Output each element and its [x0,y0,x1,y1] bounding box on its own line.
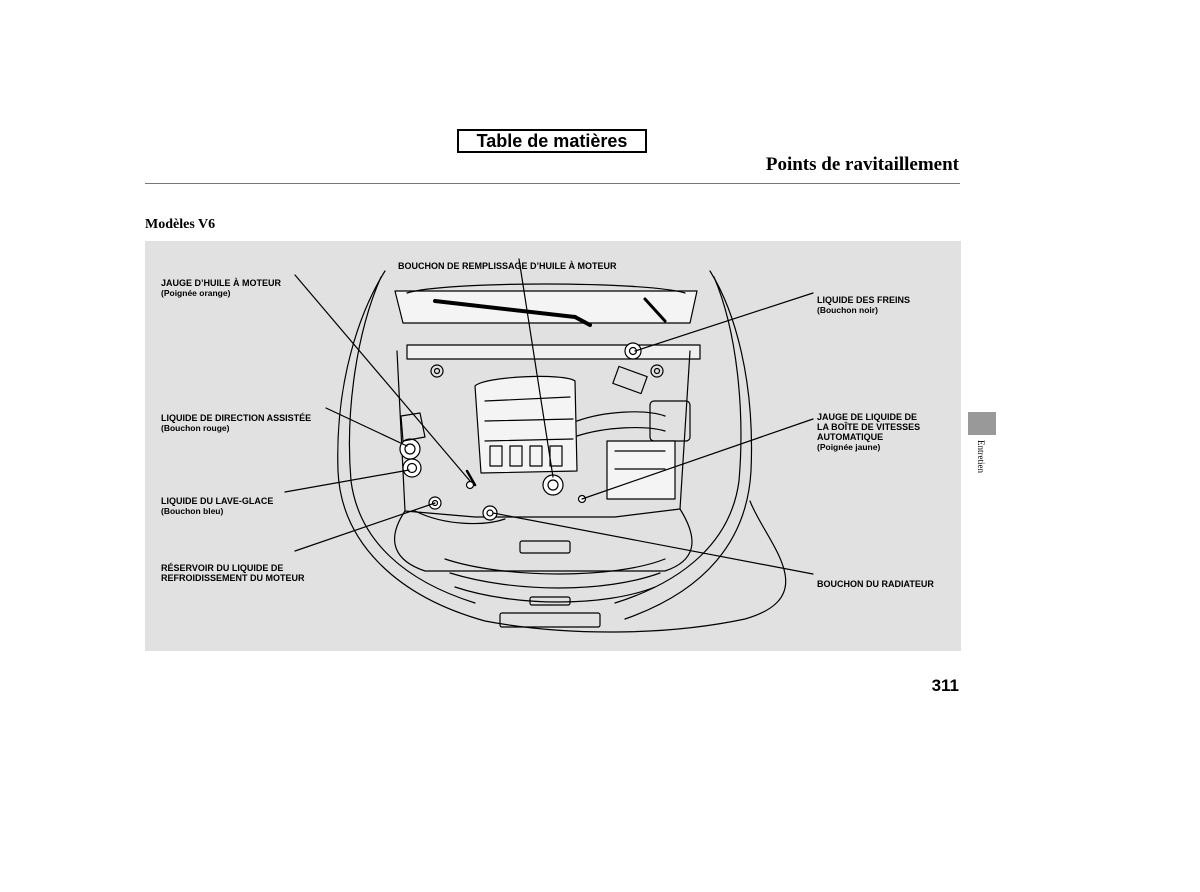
callout-oil-dipstick-note: (Poignée orange) [161,288,231,298]
callout-atf-dipstick-title: JAUGE DE LIQUIDE DE LA BOÎTE DE VITESSES… [817,412,921,442]
callout-coolant-reservoir: RÉSERVOIR DU LIQUIDE DE REFROIDISSEMENT … [161,553,305,583]
callout-washer-fluid-note: (Bouchon bleu) [161,506,224,516]
section-title: Points de ravitaillement [765,154,959,175]
callout-brake-fluid-title: LIQUIDE DES FREINS [817,295,911,305]
callout-power-steering: LIQUIDE DE DIRECTION ASSISTÉE (Bouchon r… [161,403,311,443]
model-label: Modèles V6 [145,217,216,232]
callout-oil-dipstick-title: JAUGE D’HUILE À MOTEUR [161,278,282,288]
callout-radiator-cap: BOUCHON DU RADIATEUR [817,569,934,589]
callout-washer-fluid: LIQUIDE DU LAVE-GLACE (Bouchon bleu) [161,486,273,526]
title-divider [145,183,960,184]
section-side-tab [968,412,996,435]
page-number: 311 [931,676,959,695]
engine-compartment-figure: BOUCHON DE REMPLISSAGE D’HUILE À MOTEUR … [145,241,961,651]
callout-atf-dipstick-note: (Poignée jaune) [817,442,881,452]
callout-radiator-cap-title: BOUCHON DU RADIATEUR [817,579,934,589]
callout-power-steering-note: (Bouchon rouge) [161,423,230,433]
engine-compartment-drawing [284,258,814,633]
side-tab-label: Entretien [976,440,986,473]
callout-atf-dipstick: JAUGE DE LIQUIDE DE LA BOÎTE DE VITESSES… [817,402,920,462]
callout-oil-filler-cap-title: BOUCHON DE REMPLISSAGE D’HUILE À MOTEUR [398,261,617,271]
callout-oil-filler-cap: BOUCHON DE REMPLISSAGE D’HUILE À MOTEUR [398,251,617,271]
callout-brake-fluid-note: (Bouchon noir) [817,305,878,315]
callout-washer-fluid-title: LIQUIDE DU LAVE-GLACE [161,496,274,506]
table-of-contents-button[interactable]: Table de matières [457,129,647,153]
callout-coolant-reservoir-title: RÉSERVOIR DU LIQUIDE DE REFROIDISSEMENT … [161,563,305,583]
callout-brake-fluid: LIQUIDE DES FREINS (Bouchon noir) [817,285,910,325]
callout-oil-dipstick: JAUGE D’HUILE À MOTEUR (Poignée orange) [161,268,281,308]
callout-power-steering-title: LIQUIDE DE DIRECTION ASSISTÉE [161,413,312,423]
